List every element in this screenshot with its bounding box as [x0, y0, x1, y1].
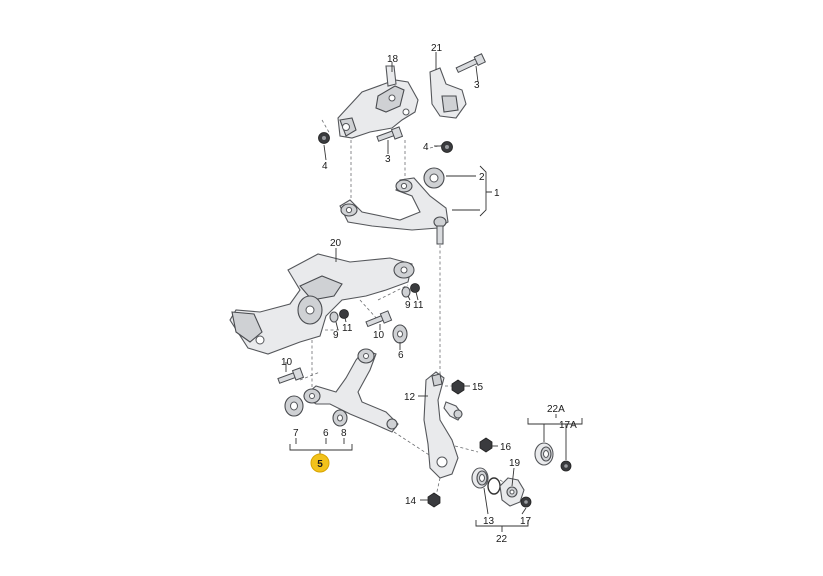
label-21: 21: [431, 43, 443, 54]
label-17: 17: [520, 516, 532, 527]
label-11-right: 11: [413, 300, 424, 311]
upper-carrier-bracket: [337, 65, 419, 139]
label-9-left: 9: [333, 330, 339, 341]
bushing-lower-left: [284, 395, 304, 417]
bracket-group-1: [452, 165, 492, 217]
nut-17: [520, 496, 532, 508]
label-13: 13: [483, 516, 495, 527]
bolt-upper-right: [455, 53, 486, 74]
callout-labels: 18 21 3 3 4 4 2 1 20 9 11 9 11 10 6 10 1…: [281, 43, 577, 545]
bracket-group-22a: [527, 414, 583, 460]
label-20: 20: [330, 238, 342, 249]
label-14: 14: [405, 496, 417, 507]
highlighted-callout-5[interactable]: 5: [310, 453, 330, 473]
label-22a: 22A: [547, 404, 565, 415]
label-4-left: 4: [322, 161, 328, 172]
label-2: 2: [479, 172, 485, 183]
label-15: 15: [472, 382, 484, 393]
nut-right: [410, 283, 420, 293]
label-18: 18: [387, 54, 399, 65]
small-bracket: [429, 67, 467, 119]
bolt-center: [376, 126, 404, 142]
nut-16: [479, 437, 493, 453]
lower-wishbone: [303, 348, 399, 433]
label-17a: 17A: [559, 420, 577, 431]
label-3-center: 3: [385, 154, 391, 165]
nut-upper-left: [318, 132, 330, 144]
nut-left: [339, 309, 349, 319]
nut-15: [451, 379, 465, 395]
wheel-hub: [499, 477, 525, 507]
bushing-lower-right: [332, 409, 348, 427]
bracket-group-5: [289, 438, 353, 456]
label-6-lower: 6: [323, 428, 329, 439]
upper-bushing: [423, 167, 445, 189]
label-9-right: 9: [405, 300, 411, 311]
washer-right: [401, 286, 411, 298]
label-12: 12: [404, 392, 416, 403]
label-6-right: 6: [398, 350, 404, 361]
bolt-lower-left: [277, 367, 305, 384]
label-7: 7: [293, 428, 299, 439]
label-16: 16: [500, 442, 512, 453]
label-10-middle: 10: [373, 330, 385, 341]
nut-17a: [560, 460, 572, 472]
bushing-right: [392, 324, 408, 344]
label-1: 1: [494, 188, 500, 199]
label-8: 8: [341, 428, 347, 439]
subframe: [229, 253, 415, 355]
circlip: [487, 477, 501, 495]
label-5: 5: [317, 459, 323, 470]
label-3-upper: 3: [474, 80, 480, 91]
washer-left: [329, 311, 339, 323]
bracket-group-22: [475, 520, 529, 532]
wheel-carrier: [423, 371, 459, 479]
label-4-right: 4: [423, 142, 429, 153]
leader-lines: [285, 52, 527, 515]
nut-upper-right: [441, 141, 453, 153]
wheel-bearing: [471, 467, 489, 489]
label-11-left: 11: [342, 323, 353, 334]
label-10-left: 10: [281, 357, 293, 368]
bearing-kit-22a: [534, 442, 554, 466]
tie-rod-end: [443, 401, 463, 421]
bolt-middle: [365, 310, 393, 328]
nut-14: [427, 492, 441, 508]
upper-wishbone: [339, 177, 449, 245]
label-19: 19: [509, 458, 521, 469]
label-22: 22: [496, 534, 508, 545]
